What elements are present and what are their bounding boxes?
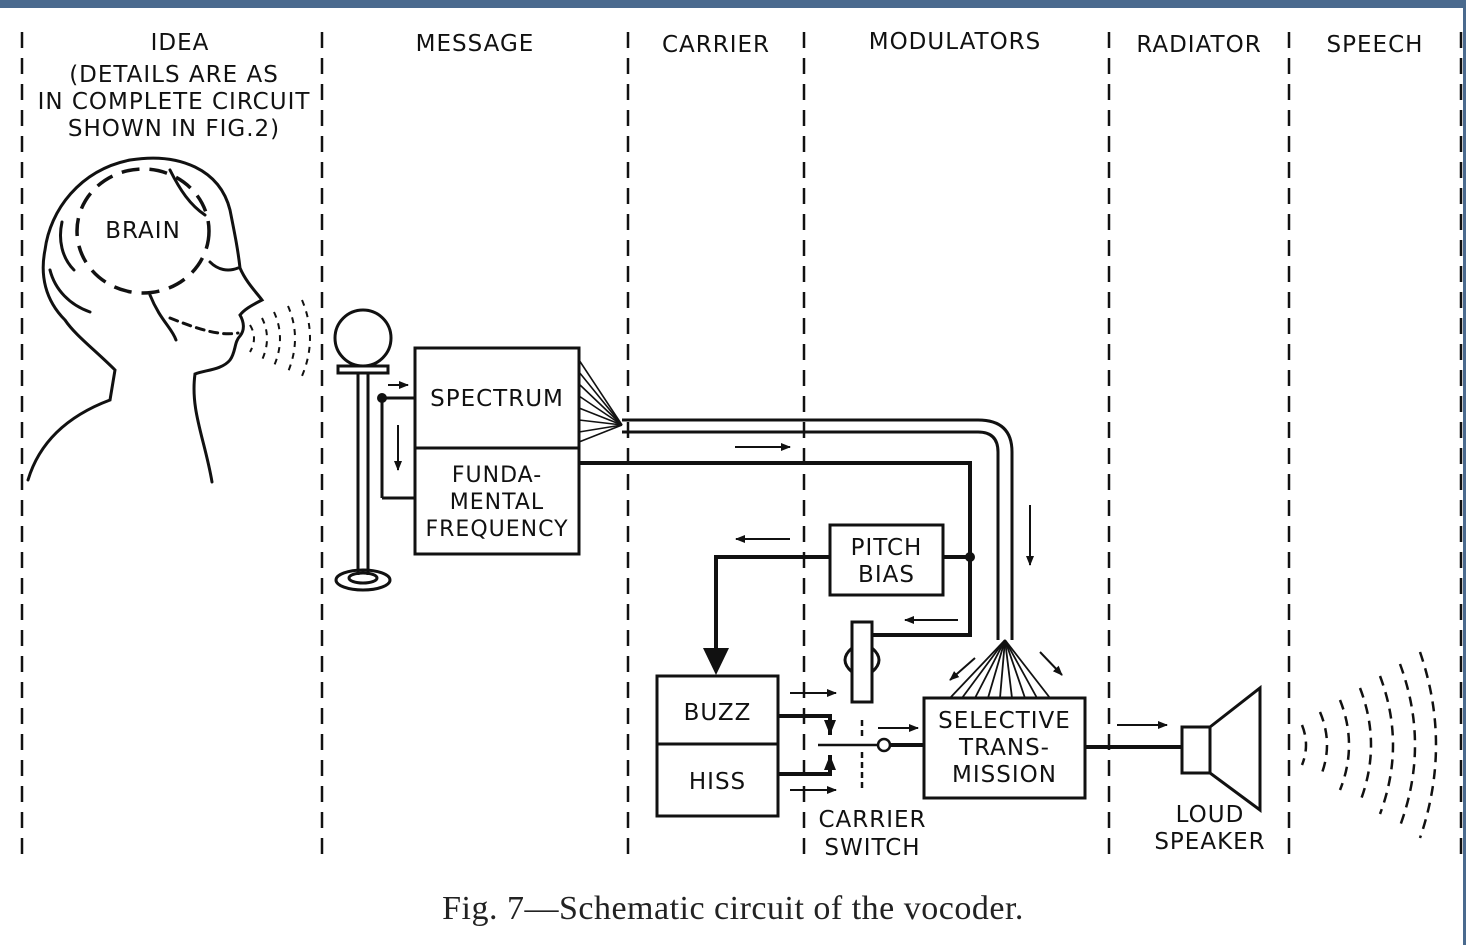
column-heading-idea: IDEA <box>150 30 210 56</box>
modulator-channel-fan <box>949 639 1051 699</box>
buzz-label: BUZZ <box>683 700 752 726</box>
mouth-sound-waves <box>249 299 311 377</box>
carrier-switch-icon <box>818 720 925 790</box>
pitch-bias-label: PITCH BIAS <box>850 535 923 588</box>
spectrum-label: SPECTRUM <box>430 386 564 412</box>
selective-transmission-label: SELECTIVE TRANS- MISSION <box>938 708 1071 788</box>
mic-wires <box>380 396 415 500</box>
analyzer-boxes <box>413 346 581 556</box>
flow-arrows <box>735 443 1168 794</box>
right-border <box>1463 0 1466 945</box>
figure-caption: Fig. 7—Schematic circuit of the vocoder. <box>442 890 1024 927</box>
column-heading-speech: SPEECH <box>1326 32 1424 58</box>
spectrum-cable <box>622 418 1014 640</box>
switch-contact <box>824 755 836 770</box>
loudspeaker-icon <box>1180 684 1262 813</box>
column-dividers <box>20 32 1463 858</box>
carrier-boxes <box>655 674 780 818</box>
hiss-label: HISS <box>688 769 747 795</box>
column-heading-idea-note: (DETAILS ARE AS IN COMPLETE CIRCUIT SHOW… <box>37 62 311 142</box>
pitch-bias-box <box>828 523 945 597</box>
selective-transmission-box <box>922 696 1087 800</box>
spectrum-channel-fan <box>578 359 623 443</box>
pitch-to-buzz-wire <box>714 555 830 648</box>
column-heading-modulators: MODULATORS <box>868 29 1042 55</box>
junction-dot <box>377 393 387 403</box>
column-heading-radiator: RADIATOR <box>1136 32 1262 58</box>
person-head-icon <box>26 156 265 484</box>
top-border <box>0 0 1466 8</box>
arrow-down-large <box>703 648 729 675</box>
junction-dot <box>965 552 975 562</box>
relay-coil-icon <box>843 620 881 704</box>
brain-label: BRAIN <box>105 218 181 244</box>
switch-contact <box>824 720 836 735</box>
brain-outline <box>75 167 211 295</box>
loud-speaker-label: LOUD SPEAKER <box>1154 802 1266 855</box>
microphone-icon <box>333 308 393 592</box>
output-sound-waves <box>1300 651 1438 839</box>
column-heading-message: MESSAGE <box>415 31 535 57</box>
carrier-switch-label: CARRIER SWITCH <box>818 807 927 861</box>
column-heading-carrier: CARRIER <box>661 32 771 58</box>
fundamental-frequency-label: FUNDA- MENTAL FREQUENCY <box>425 463 569 542</box>
